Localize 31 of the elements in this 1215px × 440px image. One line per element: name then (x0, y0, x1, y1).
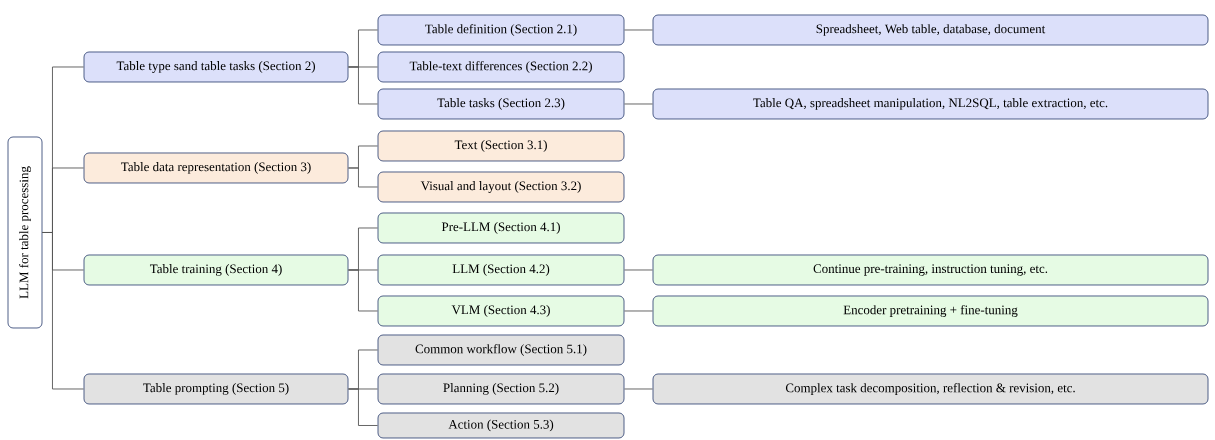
category-box: VLM (Section 4.3) (377, 295, 625, 327)
connector-line (348, 388, 378, 426)
category-box: Table training (Section 4) (83, 254, 349, 286)
category-box: Complex task decomposition, reflection & revision, etc. (652, 373, 1209, 405)
connector-line (348, 66, 378, 105)
connector-line (624, 388, 653, 390)
category-box: Pre-LLM (Section 4.1) (377, 212, 625, 244)
category-box: Text (Section 3.1) (377, 130, 625, 162)
root-box: LLM for table processing (7, 136, 43, 329)
connector-line (348, 269, 378, 312)
category-box: LLM (Section 4.2) (377, 254, 625, 286)
category-box: Planning (Section 5.2) (377, 373, 625, 405)
category-box: Common workflow (Section 5.1) (377, 334, 625, 366)
category-box: Table data representation (Section 3) (83, 152, 349, 184)
category-box: Spreadsheet, Web table, database, document (652, 14, 1209, 46)
category-box: Continue pre-training, instruction tuning, etc. (652, 254, 1209, 286)
connector-line (624, 29, 653, 31)
category-box: Action (Section 5.3) (377, 412, 625, 439)
category-box: Table QA, spreadsheet manipulation, NL2SQL, table extraction, etc. (652, 88, 1209, 120)
connector-line (42, 232, 84, 390)
category-box: Table tasks (Section 2.3) (377, 88, 625, 120)
connector-line (624, 103, 653, 105)
category-box: Table type sand table tasks (Section 2) (83, 51, 349, 83)
category-box: Table definition (Section 2.1) (377, 14, 625, 46)
connector-line (624, 269, 653, 271)
connector-line (348, 167, 378, 188)
category-box: Table prompting (Section 5) (83, 373, 349, 405)
connector-line (624, 310, 653, 312)
category-box: Table-text differences (Section 2.2) (377, 51, 625, 83)
category-box: Encoder pretraining + fine-tuning (652, 295, 1209, 327)
category-box: Visual and layout (Section 3.2) (377, 171, 625, 203)
